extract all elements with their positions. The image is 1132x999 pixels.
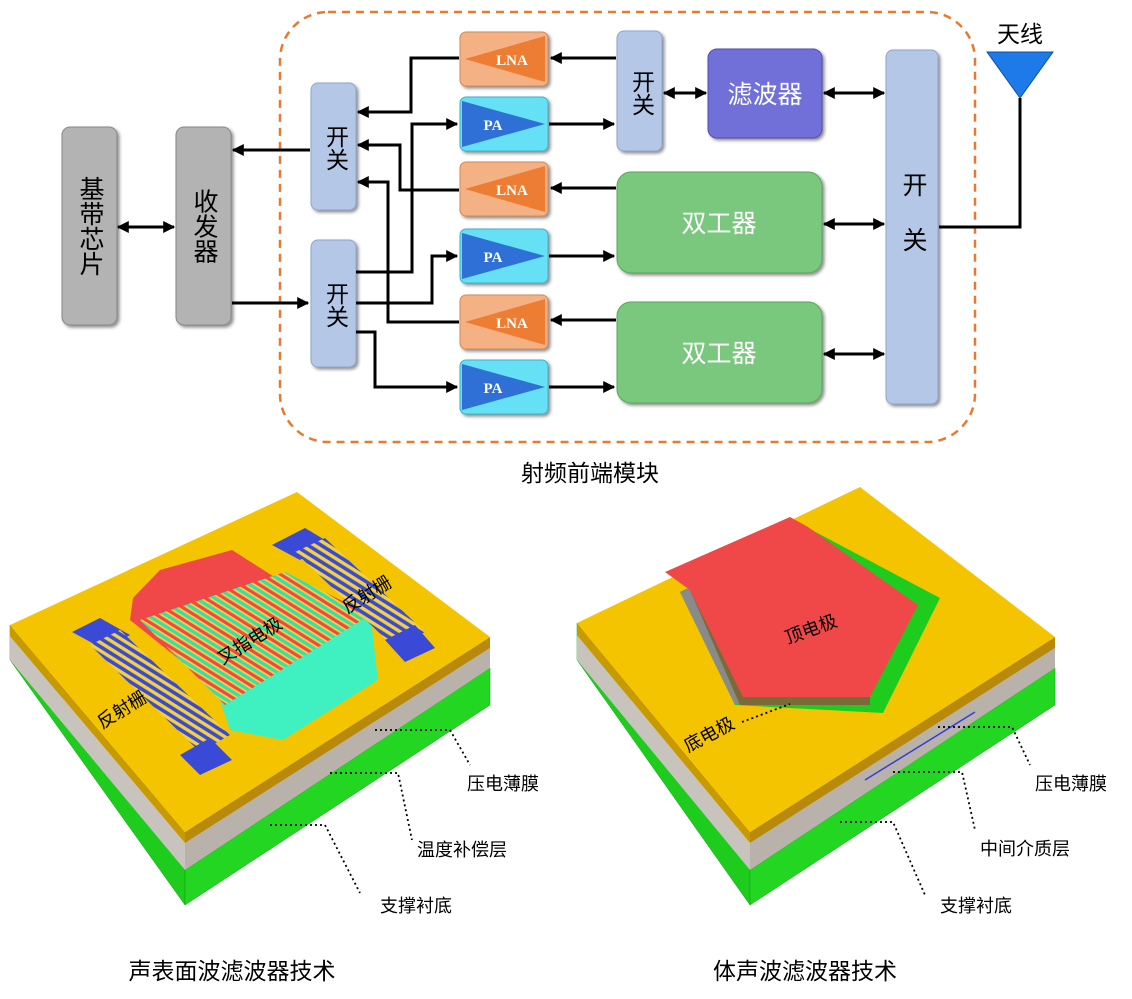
lna-1 xyxy=(459,31,549,87)
baw-dielectric-layer-left xyxy=(577,635,750,870)
saw-temp-comp-layer-front xyxy=(185,648,490,870)
saw-temp-comp-layer-left xyxy=(10,636,185,870)
rf-module-caption: 射频前端模块 xyxy=(521,461,659,487)
saw-substrate-label: 支撑衬底 xyxy=(380,896,452,917)
antenna-label: 天线 xyxy=(997,22,1043,48)
baw-cavity-shadow xyxy=(680,528,820,705)
saw-piezo-film-label: 压电薄膜 xyxy=(467,774,539,795)
lna-2 xyxy=(459,161,549,217)
saw-caption: 声表面波滤波器技术 xyxy=(129,959,336,985)
antenna-icon xyxy=(986,51,1054,99)
baw-piezo-film-label: 压电薄膜 xyxy=(1035,774,1107,795)
transceiver-box xyxy=(175,126,232,326)
pa-2-label: PA xyxy=(484,250,503,266)
baw-dielectric-layer-front xyxy=(750,648,1055,870)
saw-callout-lines xyxy=(270,729,471,894)
filter-label: 滤波器 xyxy=(727,80,802,109)
saw-reflector-left-lines xyxy=(90,630,230,752)
switch-right xyxy=(885,49,939,405)
baseband-chip-label: 基带芯片 xyxy=(76,176,105,276)
saw-reflector-right-lines xyxy=(295,538,425,648)
switch-upper-left-label: 开关 xyxy=(322,125,349,171)
baw-piezo-film-left xyxy=(577,623,750,843)
saw-reflector-right-busbar-top xyxy=(272,528,330,560)
duplexer-2-label: 双工器 xyxy=(681,339,756,368)
baw-dielectric-thin-line xyxy=(864,711,976,781)
baw-top-electrode xyxy=(665,517,918,697)
switch-upper-left xyxy=(310,82,357,211)
pa-3-label: PA xyxy=(484,381,503,397)
baw-callout-lines xyxy=(840,726,1031,896)
lna-3-label: LNA xyxy=(496,316,528,332)
connection-lines xyxy=(116,52,1022,393)
baw-filter-illustration: 顶电极 底电极 压电薄膜 中间介质层 支撑衬底 体声波滤波器技术 xyxy=(576,487,1107,985)
saw-idt-fingers xyxy=(140,572,370,705)
baw-piezo-film-front xyxy=(750,637,1055,843)
baw-caption: 体声波滤波器技术 xyxy=(713,959,897,985)
saw-idt-cyan-busbar xyxy=(220,612,378,740)
saw-piezo-film-front xyxy=(185,637,490,843)
pa-2 xyxy=(459,228,549,284)
duplexer-1-label: 双工器 xyxy=(681,209,756,238)
switch-middle xyxy=(616,30,663,152)
baw-dielectric-layer-label: 中间介质层 xyxy=(980,839,1070,860)
lna-2-label: LNA xyxy=(496,183,528,199)
rf-front-end-diagram: 基带芯片 收发器 开关 开关 LNA PA LNA xyxy=(61,10,1054,487)
saw-reflector-left-busbar-bottom xyxy=(180,738,232,775)
switch-lower-left-label: 开关 xyxy=(322,282,349,328)
lna-3 xyxy=(459,294,549,350)
filter-box xyxy=(707,48,823,139)
switch-middle-label: 开关 xyxy=(628,70,655,116)
baw-substrate-label: 支撑衬底 xyxy=(940,896,1012,917)
transceiver-label: 收发器 xyxy=(190,189,219,264)
duplexer-1 xyxy=(616,171,823,274)
saw-filter-illustration: 反射栅 叉指电极 反射栅 压电薄膜 温度补偿层 支撑衬底 声表面波滤波器技术 xyxy=(9,492,539,985)
saw-temp-comp-layer-label: 温度补偿层 xyxy=(417,840,507,861)
lna-1-label: LNA xyxy=(496,53,528,69)
saw-reflector-right-busbar-bottom xyxy=(385,625,435,662)
saw-piezo-film-left xyxy=(10,625,185,843)
baw-bottom-electrode-leader xyxy=(741,703,791,723)
pa-1-label: PA xyxy=(484,118,503,134)
switch-right-label: 开关 xyxy=(899,172,928,282)
pa-1 xyxy=(459,96,549,152)
pa-3 xyxy=(459,359,549,415)
duplexer-2 xyxy=(616,301,823,404)
